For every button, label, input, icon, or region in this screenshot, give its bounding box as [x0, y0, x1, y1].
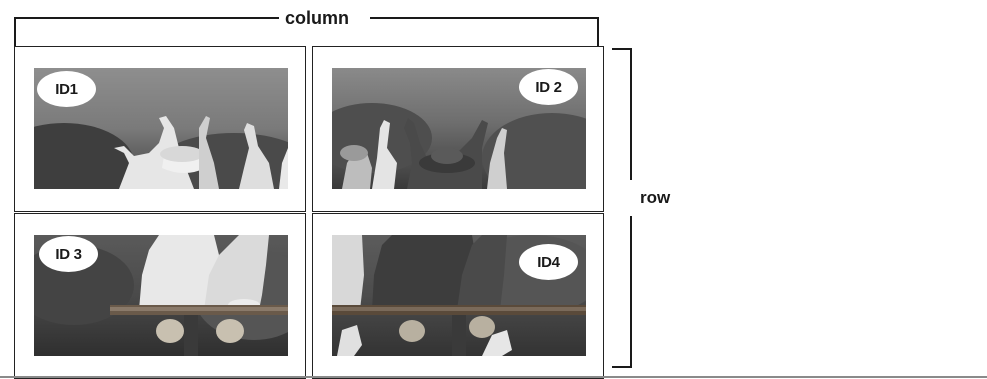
- panel-id2: ID 2: [312, 46, 604, 212]
- column-bracket-top-left: [14, 17, 279, 19]
- row-bracket-upper: [630, 48, 632, 180]
- row-bracket-bottom-tick: [612, 366, 632, 368]
- panel-id1: ID1: [14, 46, 306, 212]
- panel-id3: ID 3: [14, 213, 306, 379]
- row-bracket-lower: [630, 216, 632, 368]
- column-bracket-right-tick: [597, 17, 599, 46]
- id-label-1: ID1: [37, 71, 96, 107]
- column-bracket-left-tick: [14, 17, 16, 46]
- bottom-rule: [0, 376, 987, 378]
- id-label-3: ID 3: [39, 236, 98, 272]
- id-label-2: ID 2: [519, 69, 578, 105]
- row-label: row: [640, 189, 670, 206]
- column-bracket-top-right: [370, 17, 599, 19]
- id-label-4: ID4: [519, 244, 578, 280]
- column-label: column: [285, 9, 349, 27]
- panel-id4: ID4: [312, 213, 604, 379]
- row-bracket-top-tick: [612, 48, 632, 50]
